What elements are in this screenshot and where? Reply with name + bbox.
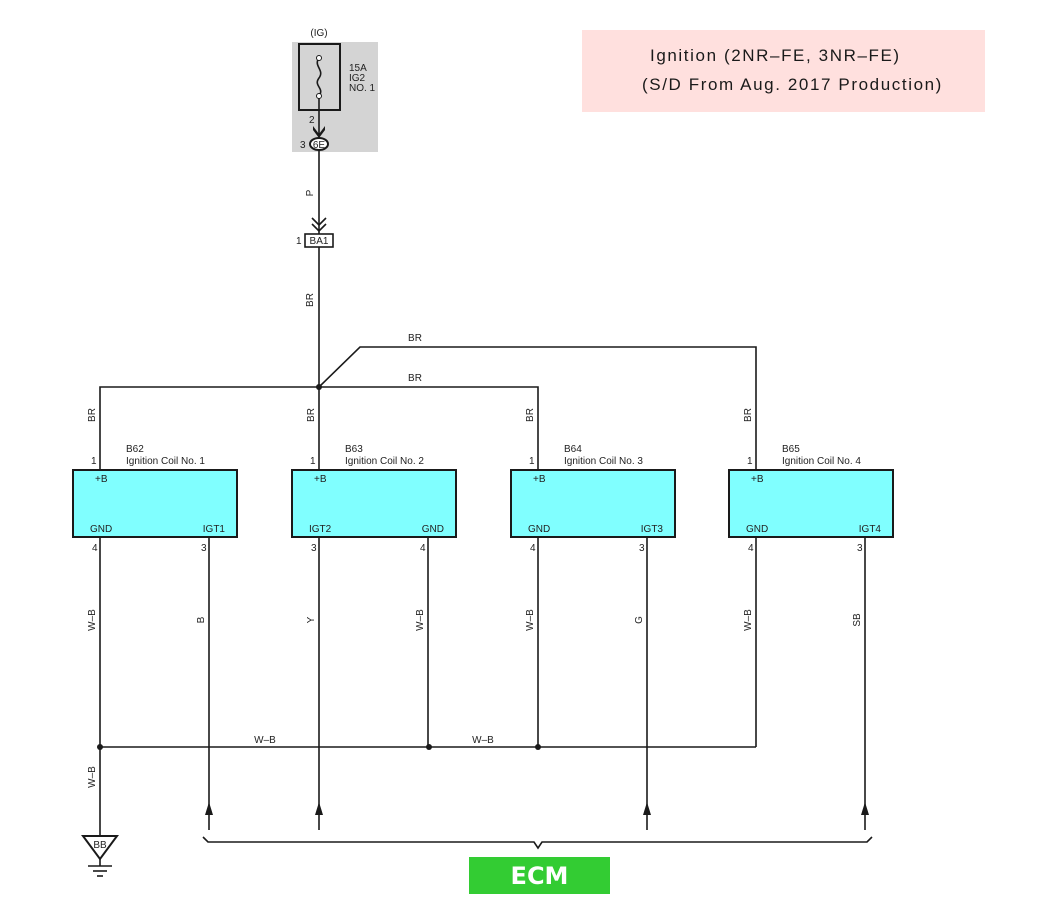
diagram-title: Ignition (2NR–FE, 3NR–FE) xyxy=(650,46,901,65)
ground-drop-label: W–B xyxy=(87,766,98,788)
wire-label-left: W–B xyxy=(525,609,536,631)
connector-arrow-icon xyxy=(311,217,327,233)
coil-terminal-left: GND xyxy=(90,524,112,535)
coil-pin-top: 1 xyxy=(747,456,753,467)
fuse-icon xyxy=(316,57,322,97)
coil-terminal-right: IGT4 xyxy=(859,524,882,535)
coil-body xyxy=(510,469,676,538)
coil-code: B65 xyxy=(782,444,800,455)
wire-label-left: Y xyxy=(306,616,317,623)
fuse-name: IG2 xyxy=(349,73,366,84)
ground-bus-label-left: W–B xyxy=(254,735,276,746)
wire-label-right: B xyxy=(196,616,207,623)
coil-name: Ignition Coil No. 2 xyxy=(345,456,424,467)
fuse-name-2: NO. 1 xyxy=(349,83,376,94)
coil-pin-left: 4 xyxy=(92,543,98,554)
coil-terminal-plus-b: +B xyxy=(751,474,764,485)
ground-bus-label-right: W–B xyxy=(472,735,494,746)
connector-ba1-pin: 1 xyxy=(296,236,302,247)
diagram-subtitle: (S/D From Aug. 2017 Production) xyxy=(642,75,943,94)
coil-terminal-right: GND xyxy=(422,524,444,535)
coil-code: B64 xyxy=(564,444,582,455)
wire-label-feed: BR xyxy=(743,408,754,422)
fuse-terminal-bottom xyxy=(316,93,322,99)
power-bus-upper xyxy=(318,346,757,470)
coil-pin-top: 1 xyxy=(310,456,316,467)
wire-label-feed: BR xyxy=(87,408,98,422)
ground-splice-3 xyxy=(535,744,541,750)
coil-terminal-right: IGT3 xyxy=(641,524,664,535)
wire-label-left: W–B xyxy=(87,609,98,631)
signal-arrow-icon xyxy=(643,802,651,815)
connector-ba1-label: BA1 xyxy=(310,236,329,247)
coil-name: Ignition Coil No. 3 xyxy=(564,456,643,467)
coil-terminal-left: IGT2 xyxy=(309,524,332,535)
coil-terminal-left: GND xyxy=(746,524,768,535)
coil-terminal-right: IGT1 xyxy=(203,524,226,535)
wire-label-left: W–B xyxy=(743,609,754,631)
wire-label-right: W–B xyxy=(415,609,426,631)
coil-terminal-plus-b: +B xyxy=(95,474,108,485)
coil-pin-right: 3 xyxy=(201,543,207,554)
ecm-brace xyxy=(202,836,873,850)
coil-code: B62 xyxy=(126,444,144,455)
coil-body xyxy=(291,469,457,538)
ground-splice-2 xyxy=(426,744,432,750)
coil-body xyxy=(72,469,238,538)
fuse-rating: 15A xyxy=(349,63,367,74)
wire-label-br-upper: BR xyxy=(408,333,422,344)
wire-label-br-lower: BR xyxy=(408,373,422,384)
coil-pin-left: 4 xyxy=(530,543,536,554)
ground-point-label: BB xyxy=(93,840,107,851)
coil-pin-right: 3 xyxy=(857,543,863,554)
connector-arrow-icon xyxy=(313,126,325,138)
coil-code: B63 xyxy=(345,444,363,455)
signal-arrow-icon xyxy=(861,802,869,815)
coil-body xyxy=(728,469,894,538)
signal-arrow-icon xyxy=(205,802,213,815)
connector-6e-pin: 3 xyxy=(300,140,306,151)
wire-label-br-main: BR xyxy=(305,293,316,307)
wire-label-right: SB xyxy=(852,613,863,627)
wire-label-feed: BR xyxy=(306,408,317,422)
ecm-label: ECM xyxy=(469,857,610,894)
coil-pin-top: 1 xyxy=(91,456,97,467)
connector-6e-label: 6E xyxy=(313,140,326,151)
fuse-panel xyxy=(292,42,378,152)
supply-label: (IG) xyxy=(310,28,327,39)
coil-pin-left: 4 xyxy=(748,543,754,554)
coil-name: Ignition Coil No. 4 xyxy=(782,456,861,467)
wire-label-feed: BR xyxy=(525,408,536,422)
splice-junction xyxy=(316,384,322,390)
coil-name: Ignition Coil No. 1 xyxy=(126,456,205,467)
coil-pin-top: 1 xyxy=(529,456,535,467)
diagram-title-box: Ignition (2NR–FE, 3NR–FE) (S/D From Aug.… xyxy=(582,30,985,112)
coil-pin-left: 3 xyxy=(311,543,317,554)
coil-pin-right: 4 xyxy=(420,543,426,554)
coil-terminal-plus-b: +B xyxy=(314,474,327,485)
fuse-terminal-top xyxy=(316,55,322,61)
signal-arrow-icon xyxy=(315,802,323,815)
wire-label-right: G xyxy=(634,616,645,624)
fuse-pin-out: 2 xyxy=(309,115,315,126)
coil-pin-right: 3 xyxy=(639,543,645,554)
ground-point-icon xyxy=(81,835,119,861)
wire-label-p: P xyxy=(305,189,316,196)
coil-terminal-left: GND xyxy=(528,524,550,535)
coil-terminal-plus-b: +B xyxy=(533,474,546,485)
